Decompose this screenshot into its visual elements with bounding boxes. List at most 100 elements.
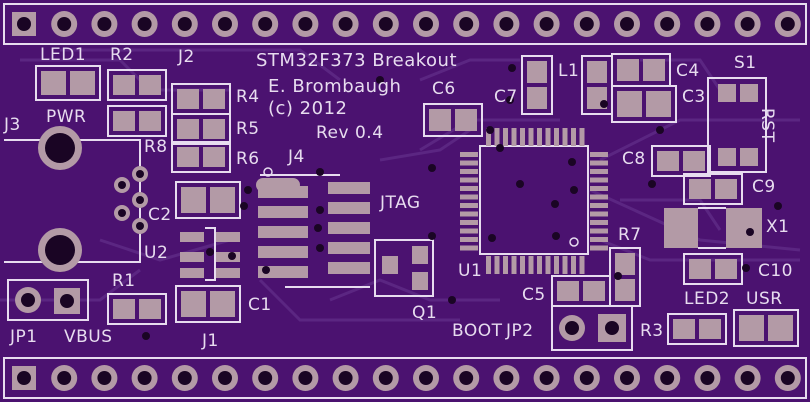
- label-jtag: JTAG: [380, 193, 421, 213]
- u1-pin: [460, 194, 478, 200]
- r4-pad: [203, 89, 225, 109]
- u1-pin: [520, 128, 525, 146]
- c8-pad: [683, 151, 705, 171]
- u1-pin: [590, 245, 608, 251]
- header-pin-hole: [459, 17, 474, 31]
- u1-pin: [590, 169, 608, 174]
- c6-pad: [455, 109, 477, 131]
- u1-pin: [460, 152, 478, 157]
- jp2-hole: [605, 321, 619, 335]
- label-c5: C5: [522, 285, 546, 305]
- u1-pin: [571, 128, 576, 146]
- header-pin-hole: [177, 371, 192, 385]
- label-c10: C10: [758, 261, 794, 281]
- header-pin-hole: [218, 17, 232, 31]
- board-revision: Rev 0.4: [316, 123, 384, 143]
- u1-pin: [460, 177, 478, 183]
- jp1-hole: [60, 294, 74, 308]
- u1-pin: [503, 128, 508, 146]
- header-pin-hole: [740, 17, 755, 31]
- label-u2: U2: [144, 243, 169, 263]
- via: [262, 266, 270, 274]
- u1-pin: [554, 256, 559, 274]
- component-pads: [15, 53, 799, 347]
- via: [316, 244, 324, 252]
- u1-pin: [460, 169, 478, 174]
- via: [488, 234, 496, 242]
- c4-pad: [617, 59, 639, 81]
- u1-pin1-dot: [569, 237, 579, 247]
- u1-outline: [479, 145, 589, 255]
- header-pin-hole: [740, 371, 755, 385]
- label-pwr: PWR: [46, 107, 87, 127]
- u2-pad: [216, 252, 240, 262]
- label-r6: R6: [236, 149, 260, 169]
- c5-pad: [557, 281, 579, 301]
- led1-outline: [35, 65, 101, 101]
- c10-outline: [683, 253, 743, 285]
- via: [486, 126, 494, 134]
- header-pin-hole: [298, 17, 313, 31]
- via: [206, 248, 214, 256]
- u1-pin: [590, 203, 608, 208]
- header-pin-hole: [780, 17, 795, 31]
- header-pin-hole: [97, 17, 112, 31]
- label-r5: R5: [236, 119, 260, 139]
- c3-outline: [611, 85, 677, 123]
- jp2-outline: [551, 305, 633, 351]
- label-c9: C9: [752, 177, 776, 197]
- header-pin-hole: [378, 371, 393, 385]
- label-r7: R7: [618, 225, 642, 245]
- header-pins: [12, 11, 801, 391]
- c6-outline: [423, 103, 483, 137]
- r3-outline: [667, 313, 727, 345]
- u1-pin: [511, 128, 517, 146]
- label-s1: S1: [734, 53, 757, 73]
- c7-outline: [521, 55, 553, 115]
- c8-pad: [657, 151, 679, 171]
- via: [508, 64, 516, 72]
- j4-pad: [258, 206, 308, 218]
- jp2-hole: [565, 321, 579, 335]
- u1-pin: [537, 128, 542, 146]
- c10-pad: [715, 259, 737, 279]
- r7-pad: [615, 279, 635, 301]
- u1-pin: [528, 128, 534, 146]
- header-pin-hole: [258, 17, 273, 31]
- via: [614, 272, 622, 280]
- header-pin-hole: [660, 371, 675, 385]
- header-pin-hole: [218, 371, 232, 385]
- u1-pin: [460, 228, 478, 234]
- header-pin-hole: [97, 371, 112, 385]
- label-r1: R1: [112, 271, 136, 291]
- j4-pad: [328, 222, 370, 234]
- label-boot: BOOT: [452, 321, 503, 341]
- c6-pad: [429, 109, 451, 131]
- j4-pin1-dot: [263, 167, 273, 177]
- header-pin-hole: [459, 371, 474, 385]
- board-author: E. Brombaugh: [268, 76, 402, 97]
- label-j4: J4: [288, 147, 305, 167]
- via: [774, 202, 782, 210]
- via: [448, 296, 456, 304]
- r8-pad: [139, 111, 161, 131]
- u1-pin: [590, 160, 608, 166]
- board-copyright: (c) 2012: [268, 98, 348, 119]
- top-header-outline: [3, 3, 807, 45]
- header-pin-hole: [338, 17, 353, 31]
- via: [316, 168, 324, 176]
- r5-outline: [171, 113, 231, 145]
- s1-pad: [740, 148, 758, 166]
- label-r4: R4: [236, 87, 260, 107]
- c1-outline: [175, 285, 241, 323]
- bottom-header-outline: [3, 357, 807, 399]
- jp1-outline: [7, 279, 89, 321]
- u2-pad: [180, 252, 204, 262]
- header-pin-hole: [57, 17, 72, 31]
- via: [240, 202, 248, 210]
- c9-pad: [715, 179, 737, 199]
- header-pin-hole: [177, 17, 192, 31]
- u1-pin: [460, 160, 478, 166]
- via: [428, 232, 436, 240]
- c8-outline: [651, 145, 711, 177]
